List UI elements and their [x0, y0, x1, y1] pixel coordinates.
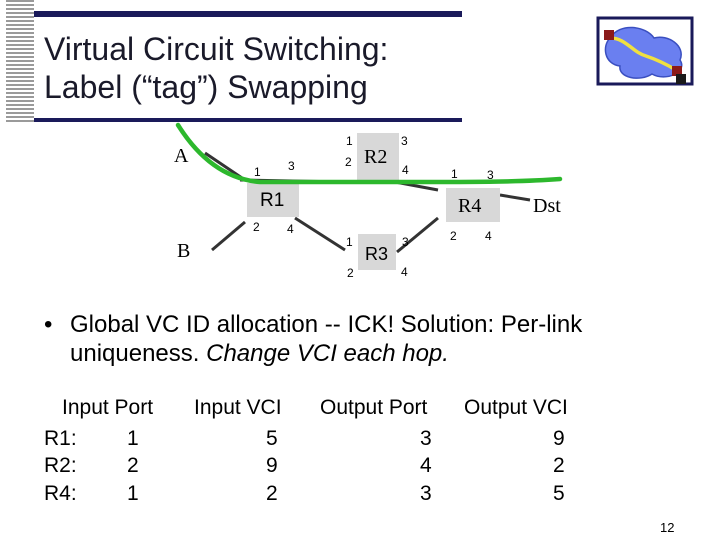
router-r2 [357, 133, 399, 181]
router-r1 [247, 183, 299, 217]
r3-port-3: 3 [402, 235, 409, 249]
table-cell: 4 [420, 454, 432, 477]
router-r4 [446, 188, 500, 222]
r3-port-2: 2 [347, 266, 354, 280]
table-header-output-vci: Output VCI [464, 396, 568, 419]
r3-port-1: 1 [346, 235, 353, 249]
table-cell: 2 [127, 454, 139, 477]
r4-port-4: 4 [485, 229, 492, 243]
r3-port-4: 4 [401, 265, 408, 279]
bullet-marker: • [44, 311, 53, 338]
r1-port-2: 2 [253, 220, 260, 234]
link-r3-r4 [396, 216, 439, 254]
host-dst: Dst [533, 195, 561, 217]
r1-port-1: 1 [254, 165, 261, 179]
link-b-r1 [211, 220, 246, 252]
slide-number: 12 [660, 520, 675, 535]
table-header-input-vci: Input VCI [194, 396, 282, 419]
r2-port-1: 1 [346, 134, 353, 148]
router-r2-label: R2 [364, 146, 387, 168]
table-cell: 9 [553, 427, 565, 450]
table-cell: 9 [266, 454, 278, 477]
host-b: B [177, 240, 190, 262]
router-r4-label: R4 [458, 195, 481, 217]
r2-port-4: 4 [402, 163, 409, 177]
table-row-router: R2: [44, 454, 77, 477]
r1-port-3: 3 [288, 159, 295, 173]
decorative-stripe [6, 0, 34, 124]
table-cell: 2 [266, 482, 278, 505]
network-diagram: A B Dst R1 R2 R3 R4 1 3 2 4 1 3 2 4 1 3 … [174, 122, 563, 280]
router-r3-label: R3 [365, 244, 388, 264]
table-cell: 2 [553, 454, 565, 477]
r4-port-2: 2 [450, 229, 457, 243]
router-r3 [358, 234, 396, 270]
title-rule-bottom [34, 118, 462, 122]
table-cell: 3 [420, 427, 432, 450]
network-cloud-icon [596, 16, 694, 86]
r2-port-2: 2 [345, 155, 352, 169]
bullet-text-normal: Global VC ID allocation -- ICK! Solution… [70, 311, 583, 367]
slide-title: Virtual Circuit Switching: Label (“tag”)… [44, 31, 389, 105]
bullet-text: Global VC ID allocation -- ICK! Solution… [70, 310, 710, 368]
table-cell: 3 [420, 482, 432, 505]
r2-port-3: 3 [401, 134, 408, 148]
table-cell: 5 [266, 427, 278, 450]
table-cell: 1 [127, 482, 139, 505]
r1-port-4: 4 [287, 222, 294, 236]
table-header-output-port: Output Port [320, 396, 428, 419]
table-header-input-port: Input Port [62, 396, 154, 419]
host-a: A [174, 145, 189, 167]
table-row-router: R4: [44, 482, 77, 505]
r4-port-1: 1 [451, 167, 458, 181]
vc-path [175, 122, 563, 185]
r4-port-3: 3 [487, 168, 494, 182]
table-cell: 5 [553, 482, 565, 505]
link-r4-dst [499, 193, 531, 202]
table-cell: 1 [127, 427, 139, 450]
title-rule-top [34, 11, 462, 17]
router-r1-label: R1 [260, 190, 284, 211]
table-row-router: R1: [44, 427, 77, 450]
bullet-text-italic: Change VCI each hop. [206, 340, 449, 367]
link-r1-r3 [294, 216, 346, 252]
